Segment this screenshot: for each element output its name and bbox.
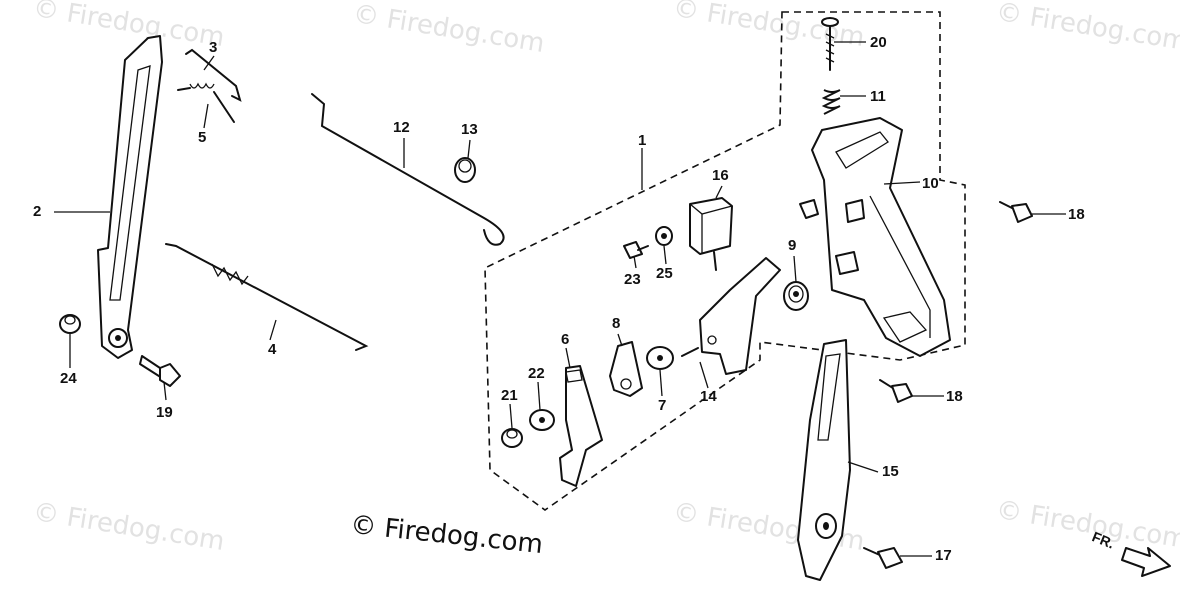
part-14-lever [681, 257, 781, 375]
callout-1: 1 [638, 132, 647, 149]
callout-19: 19 [156, 404, 173, 421]
callout-7: 7 [658, 397, 667, 414]
part-3-spring [185, 48, 242, 102]
part-18-bolt-lower [879, 379, 913, 403]
part-9-bushing [783, 281, 809, 311]
part-21-nut [501, 428, 523, 448]
part-12-rod [311, 93, 505, 246]
part-18-bolt-upper [999, 201, 1033, 223]
callout-6: 6 [561, 331, 570, 348]
callout-25: 25 [656, 265, 673, 282]
part-20-screw [821, 17, 839, 71]
callout-13: 13 [461, 121, 478, 138]
callout-3: 3 [209, 39, 218, 56]
callout-18-upper: 18 [1068, 206, 1085, 223]
part-11-spring [821, 89, 841, 115]
callout-12: 12 [393, 119, 410, 136]
callout-10: 10 [922, 175, 939, 192]
part-4-rod [165, 243, 369, 351]
part-19-bolt [139, 355, 181, 387]
callout-16: 16 [712, 167, 729, 184]
part-6-lever [559, 365, 603, 487]
callout-4: 4 [268, 341, 277, 358]
callout-22: 22 [528, 365, 545, 382]
part-7-washer [646, 346, 674, 370]
part-24-nut [59, 314, 81, 334]
part-8-lever [609, 341, 643, 397]
callout-15: 15 [882, 463, 899, 480]
callout-20: 20 [870, 34, 887, 51]
part-10-bracket [799, 117, 951, 357]
part-2-lever [97, 35, 163, 359]
assembly-boundary [484, 11, 966, 511]
callout-11: 11 [870, 88, 886, 105]
callout-18-lower: 18 [946, 388, 963, 405]
callout-9: 9 [788, 237, 797, 254]
callout-17: 17 [935, 547, 952, 564]
part-22-washer [529, 409, 555, 431]
leader-lines [54, 41, 1066, 557]
part-13-nut [454, 157, 476, 183]
part-25-washer [655, 226, 673, 246]
callout-23: 23 [624, 271, 641, 288]
callout-24: 24 [60, 370, 77, 387]
part-16-block [689, 197, 733, 271]
part-23-bolt [623, 241, 649, 259]
part-17-bolt [863, 547, 903, 569]
callout-8: 8 [612, 315, 621, 332]
part-5-spring [177, 82, 235, 123]
front-direction-arrow [1121, 547, 1171, 577]
callout-21: 21 [501, 387, 518, 404]
callout-5: 5 [198, 129, 207, 146]
callout-14: 14 [700, 388, 717, 405]
part-15-lever [797, 339, 851, 581]
callout-2: 2 [33, 203, 42, 220]
